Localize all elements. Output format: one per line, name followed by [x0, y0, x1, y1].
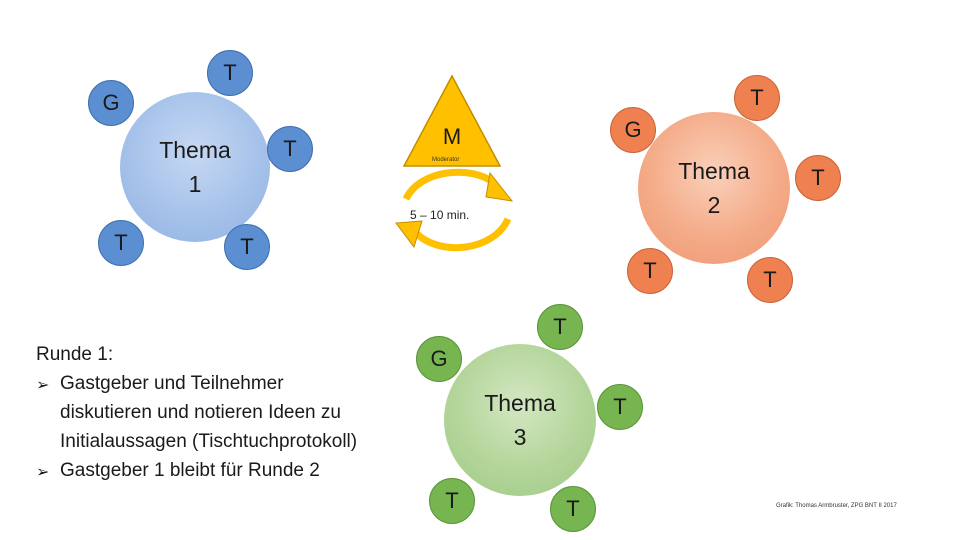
topic-3-host-label: G — [430, 346, 448, 371]
topic-3-participant: T — [597, 384, 643, 430]
topic-3-participant: T — [537, 304, 583, 350]
topic-2-label: Thema 2 — [678, 158, 750, 218]
topic-1-participant: T — [267, 126, 313, 172]
topic-1-participant: T — [224, 224, 270, 270]
image-credit: Grafik: Thomas Armbruster, ZPG BNT II 20… — [776, 503, 897, 509]
topic-2-participant-label: T — [643, 258, 657, 283]
topic-3-participant: T — [550, 486, 596, 532]
round-description: Runde 1: ➢ Gastgeber und Teilnehmer disk… — [36, 340, 376, 487]
rotation-arrow-bottom-icon — [413, 217, 512, 252]
topic-1-participant-label: T — [240, 234, 254, 259]
topic-3-participant-label: T — [566, 496, 580, 521]
arrow-bullet-icon: ➢ — [36, 464, 50, 481]
topic-2-participant-label: T — [750, 85, 764, 110]
topic-3-host: G — [416, 336, 462, 382]
topic-1-participant: T — [98, 220, 144, 266]
topic-1-participant-label: T — [223, 60, 237, 85]
topic-3-participant-label: T — [445, 488, 459, 513]
topic-3-participant-label: T — [553, 314, 567, 339]
topic-1-participant-label: T — [283, 136, 297, 161]
moderator-caption: Moderator — [432, 157, 460, 163]
moderator-triangle — [395, 74, 514, 252]
topic-3-circle: Thema 3 — [444, 344, 596, 496]
topic-1-host: G — [88, 80, 134, 126]
rotation-arrowhead-right-icon — [485, 171, 514, 202]
round-bullet-text: Gastgeber 1 bleibt für Runde 2 — [60, 460, 320, 481]
topic-2-participant: T — [747, 257, 793, 303]
round-bullet-text: Gastgeber und Teilnehmer diskutieren und… — [60, 373, 358, 452]
topic-1-host-label: G — [102, 90, 120, 115]
moderator-triangle-shape — [402, 74, 502, 167]
topic-2-participant-label: T — [811, 165, 825, 190]
topic-1-circle: Thema 1 — [120, 92, 270, 242]
arrow-bullet-icon: ➢ — [36, 377, 50, 394]
topic-3-participant-label: T — [613, 394, 627, 419]
topic-2-host-label: G — [624, 117, 642, 142]
topic-3-label: Thema 3 — [484, 390, 556, 450]
topic-1-label: Thema 1 — [159, 137, 231, 197]
topic-2-participant-label: T — [763, 267, 777, 292]
topic-2-participant: T — [795, 155, 841, 201]
round-bullet: ➢ Gastgeber und Teilnehmer diskutieren u… — [36, 369, 376, 456]
topic-3-participant: T — [429, 478, 475, 524]
rotation-time-label: 5 – 10 min. — [410, 208, 470, 222]
topic-2-participant: T — [627, 248, 673, 294]
topic-2-host: G — [610, 107, 656, 153]
rotation-arrow-top-icon — [402, 168, 497, 201]
topic-2-participant: T — [734, 75, 780, 121]
topic-2-circle: Thema 2 — [638, 112, 790, 264]
topic-1-participant: T — [207, 50, 253, 96]
rotation-arrowhead-left-icon — [395, 220, 423, 249]
round-title: Runde 1: — [36, 344, 114, 365]
round-bullet: ➢ Gastgeber 1 bleibt für Runde 2 — [36, 456, 376, 487]
moderator-letter: M — [442, 124, 462, 149]
topic-1-participant-label: T — [114, 230, 128, 255]
